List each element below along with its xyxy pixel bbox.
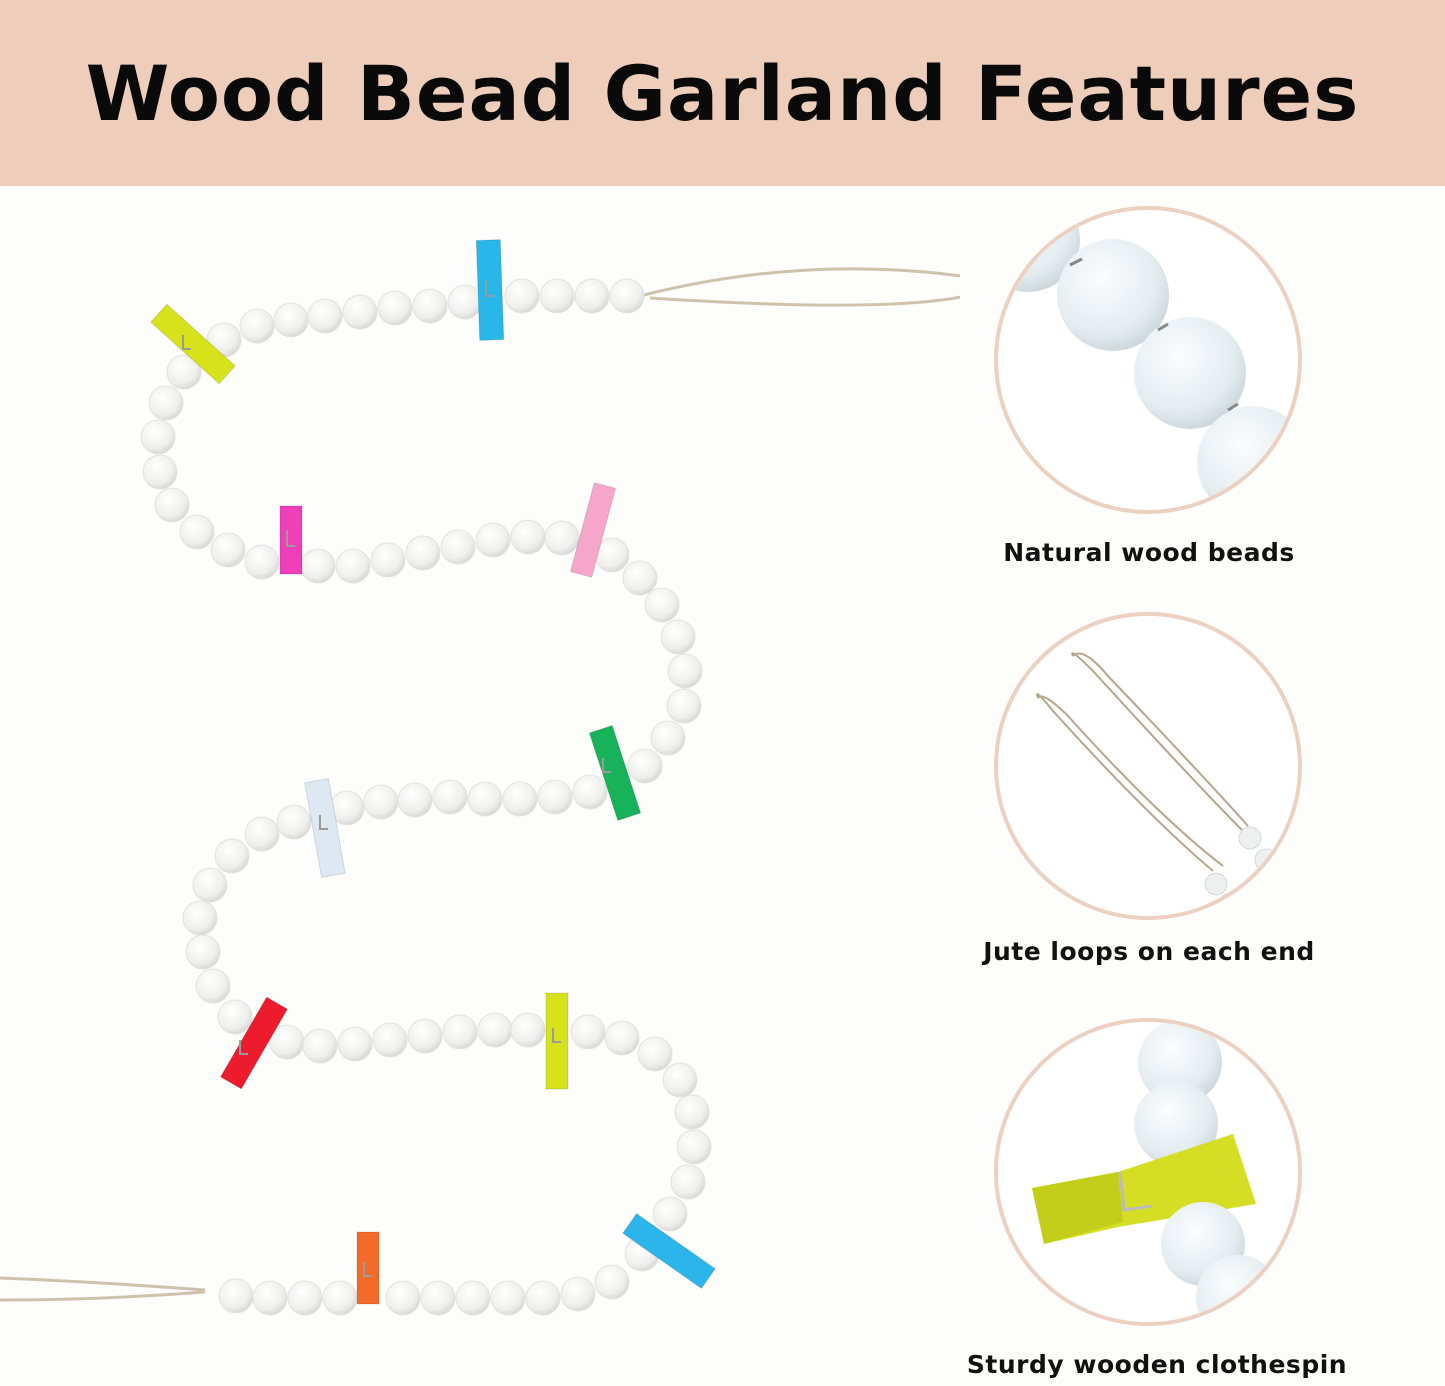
jute-loop-closeup bbox=[994, 612, 1302, 920]
feature-caption-beads: Natural wood beads bbox=[1003, 538, 1295, 567]
feature-caption-jute: Jute loops on each end bbox=[983, 937, 1315, 966]
garland-illustration bbox=[0, 239, 960, 1316]
header-banner: Wood Bead Garland Features bbox=[0, 0, 1445, 186]
page-title: Wood Bead Garland Features bbox=[85, 48, 1360, 138]
feature-caption-clothespin: Sturdy wooden clothespin bbox=[966, 1350, 1348, 1379]
wood-beads-closeup bbox=[994, 206, 1302, 514]
jute-loop-icon bbox=[1036, 652, 1278, 916]
clothespin-closeup bbox=[994, 1018, 1302, 1326]
clothespin-icon bbox=[1032, 1022, 1280, 1322]
wood-beads-icon bbox=[998, 210, 1298, 510]
